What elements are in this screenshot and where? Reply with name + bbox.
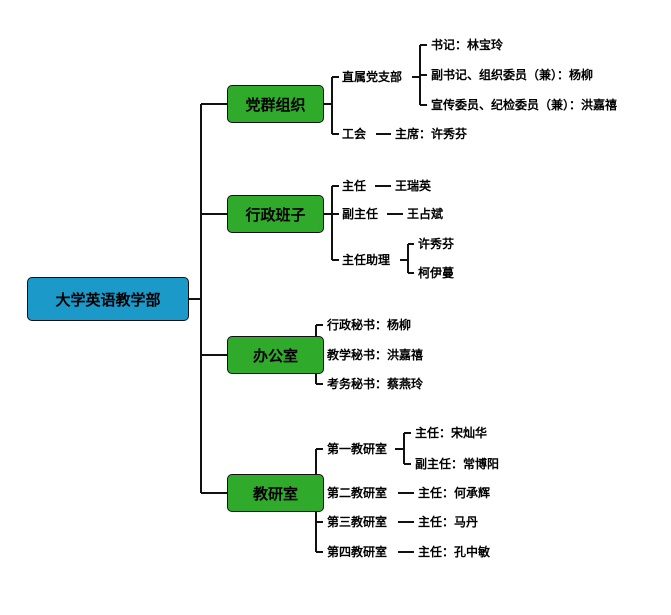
dept-party-node: 党群组织 (227, 85, 324, 123)
room3-director: 主任：马丹 (418, 515, 479, 529)
room3-label: 第三教研室 (327, 515, 388, 529)
connector-room1-bracket (395, 432, 411, 465)
room4-director: 主任：孔中敏 (418, 545, 491, 559)
room1-label: 第一教研室 (327, 442, 388, 456)
room2-label: 第二教研室 (327, 486, 388, 500)
union-chair: 主席：许秀芬 (395, 127, 468, 141)
dept-research-node: 教研室 (227, 474, 324, 512)
branch-deputy-secretary: 副书记、组织委员（兼）：杨柳 (431, 68, 594, 82)
deputy-director-label: 副主任 (342, 207, 379, 221)
dept-office-node: 办公室 (227, 336, 324, 374)
deputy-director-name: 王占斌 (407, 207, 444, 221)
assistant-label: 主任助理 (342, 253, 391, 267)
union-label: 工会 (342, 127, 367, 141)
connector-admin-bracket (324, 185, 339, 261)
admin-secretary: 行政秘书：杨柳 (327, 318, 412, 332)
connector-assistant-bracket (400, 243, 414, 274)
party-branch-label: 直属党支部 (342, 70, 403, 84)
assistant-name-1: 许秀芬 (418, 237, 455, 251)
room4-label: 第四教研室 (327, 545, 388, 559)
branch-publicity-committee: 宣传委员、纪检委员（兼）：洪嘉禧 (431, 98, 618, 112)
room1-deputy-director: 副主任：常博阳 (415, 457, 500, 471)
director-label: 主任 (342, 179, 367, 193)
dept-admin-node: 行政班子 (227, 195, 324, 233)
exam-secretary: 考务秘书：蔡燕玲 (327, 377, 424, 391)
connector-branch-bracket (412, 44, 427, 106)
room1-director: 主任：宋灿华 (415, 426, 488, 440)
assistant-name-2: 柯伊蔓 (418, 266, 455, 280)
director-name: 王瑞英 (395, 179, 432, 193)
connector-party-bracket (324, 76, 339, 135)
room2-director: 主任：何承辉 (418, 486, 491, 500)
teaching-secretary: 教学秘书：洪嘉禧 (327, 348, 424, 362)
root-node: 大学英语教学部 (27, 277, 189, 321)
branch-secretary: 书记：林宝玲 (431, 38, 504, 52)
